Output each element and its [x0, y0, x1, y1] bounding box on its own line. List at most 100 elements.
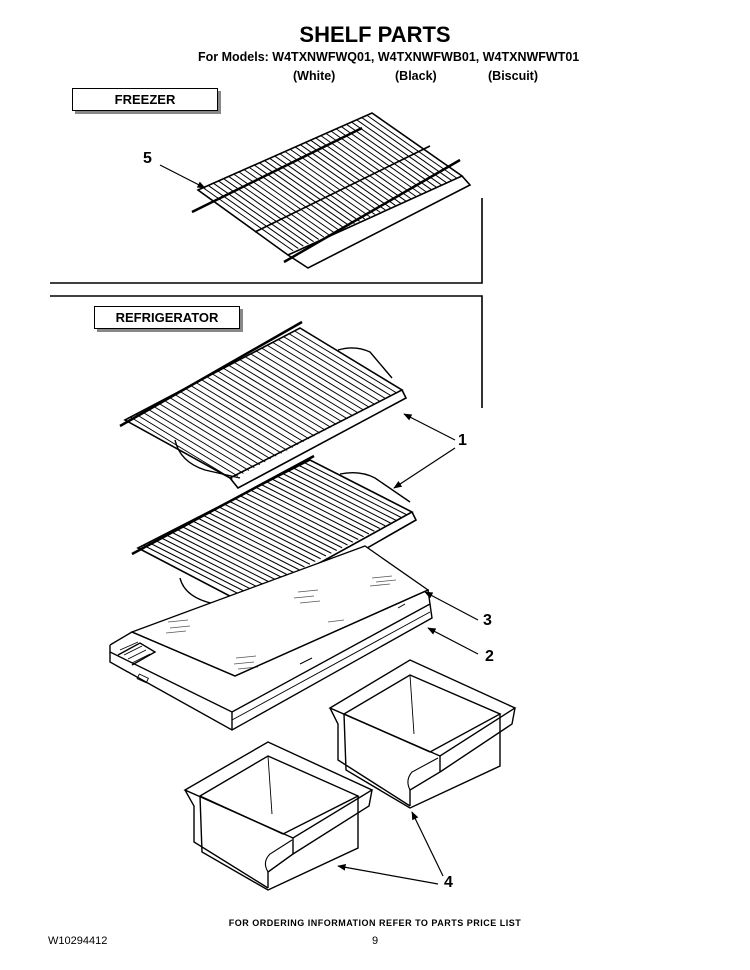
shelf-wire-rod [310, 139, 401, 204]
shelf-wire-rod [223, 367, 326, 431]
shelf-wire-rod [234, 498, 337, 551]
shelf-wire-rod [272, 341, 375, 405]
shelf-wire-rod [184, 387, 288, 451]
shelf-wire-rod [229, 500, 332, 554]
shelf-wire-rod [186, 522, 289, 576]
callout-1: 1 [458, 432, 467, 449]
crisper-drawer-right [328, 659, 517, 809]
shelf-wire-rod [288, 333, 392, 397]
shelf-wire-rod [300, 144, 391, 209]
shelf-wire-rod [245, 356, 348, 420]
shelf-wire-rod [299, 465, 402, 518]
arrow-4b [337, 864, 439, 885]
shelf-wire-rod [217, 370, 321, 434]
callout-2: 2 [485, 648, 494, 665]
shelf-wire-rod [195, 382, 299, 446]
shelf-wire-rod [282, 473, 386, 527]
shelf-wire-rod [239, 359, 343, 423]
shelf-wire-rod [315, 137, 406, 202]
shelf-wire-rod [196, 517, 300, 571]
shelf-wire-rod [283, 336, 386, 400]
shelf-wire-rod [250, 353, 354, 417]
refrigerator-divider [50, 295, 483, 408]
refrigerator-lower-wire-shelf [131, 454, 418, 616]
shelf-wire-rod [269, 157, 360, 222]
arrow-5 [159, 164, 206, 189]
shelf-wire-rod [264, 160, 355, 224]
shelf-wire-rod [206, 376, 310, 440]
shelf-wire-rod [218, 506, 321, 560]
shelf-wire-rod [135, 413, 239, 477]
shelf-wire-rod [245, 492, 348, 546]
callout-4: 4 [444, 874, 453, 891]
shelf-wire-rod [190, 385, 293, 448]
shelf-wire-rod [272, 478, 375, 532]
arrow-4a [411, 811, 444, 877]
shelf-wire-rod [320, 135, 412, 200]
shelf-wire-rod [330, 130, 422, 195]
freezer-divider [50, 198, 483, 284]
shelf-wire-rod [191, 520, 294, 573]
page-number: 9 [372, 935, 379, 947]
shelf-wire-rod [163, 399, 266, 463]
shelf-wire-rod [148, 542, 251, 595]
shelf-wire-rod [179, 390, 282, 454]
shelf-wire-rod [325, 132, 417, 197]
shelf-wire-rod [266, 344, 370, 408]
variant-black: (Black) [395, 69, 437, 83]
shelf-wire-rod [284, 151, 376, 215]
shelf-wire-rod [277, 339, 381, 402]
shelf-wire-rod [304, 462, 407, 516]
shelf-wire-rod [141, 410, 244, 474]
page-title: SHELF PARTS [299, 22, 451, 47]
shelf-wire-rod [335, 128, 427, 193]
callout-5: 5 [143, 150, 152, 167]
shelf-wire-rod [289, 148, 381, 213]
shelf-wire-rod [274, 155, 366, 220]
shelf-wire-rod [356, 119, 447, 184]
arrow-1a [403, 413, 456, 441]
shelf-wire-rod [153, 539, 257, 593]
shelf-wire-rod [279, 153, 371, 218]
models-line: For Models: W4TXNWFWQ01, W4TXNWFWB01, W4… [198, 50, 580, 64]
shelf-wire-rod [207, 511, 311, 565]
ordering-note: FOR ORDERING INFORMATION REFER TO PARTS … [228, 918, 522, 928]
shelf-wire-rod [254, 164, 345, 229]
shelf-wire-rod [173, 393, 277, 457]
shelf-wire-rod [346, 123, 437, 188]
arrow-3 [424, 591, 479, 621]
shelf-wire-rod [130, 416, 233, 480]
shelf-wire-rod [180, 525, 284, 579]
shelf-wire-rod [293, 467, 397, 521]
arrow-2 [427, 627, 479, 655]
shelf-wire-rod [248, 166, 340, 231]
variant-white: (White) [293, 69, 336, 83]
shelf-wire-rod [294, 330, 397, 394]
shelf-wire-rod [256, 487, 359, 540]
shelf-wire-rod [250, 489, 354, 543]
shelf-wire-rod [259, 162, 350, 227]
section-dividers [50, 198, 483, 408]
freezer-section-label: FREEZER [72, 88, 218, 111]
shelf-wire-rod [255, 350, 359, 414]
variant-biscuit: (Biscuit) [488, 69, 538, 83]
shelf-wire-rod [202, 514, 305, 568]
callout-3: 3 [483, 612, 492, 629]
crisper-drawer-left [183, 741, 374, 891]
shelf-wire-rod [168, 396, 272, 460]
shelf-wire-rod [341, 126, 432, 190]
shelf-wire-rod [159, 536, 262, 590]
shelf-wire-rod [201, 379, 304, 443]
shelf-wire-rod [351, 121, 442, 186]
shelf-wire-rod [175, 528, 278, 582]
shelf-wire-rod [305, 142, 396, 206]
shelf-wire-rod [239, 495, 343, 549]
shelf-wire-rod [361, 117, 453, 181]
shelf-wire-rod [170, 531, 273, 584]
shelf-wire-rod [164, 533, 268, 587]
shelf-wire-rod [157, 402, 261, 466]
freezer-wire-shelf [191, 112, 472, 269]
shelf-wire-rod [152, 405, 255, 469]
shelf-wire-rod [366, 114, 458, 179]
